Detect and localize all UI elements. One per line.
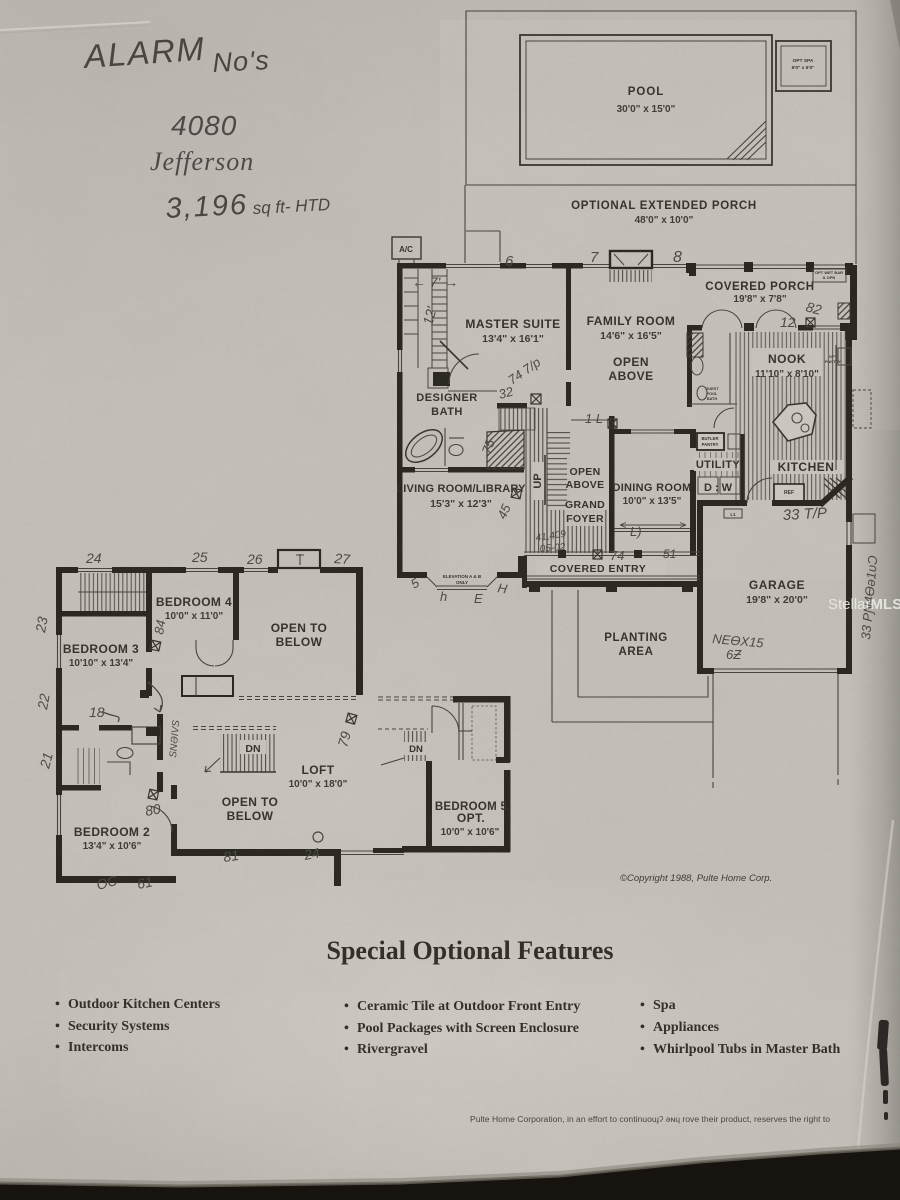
svg-text:StellarMLS: StellarMLS — [828, 596, 900, 613]
